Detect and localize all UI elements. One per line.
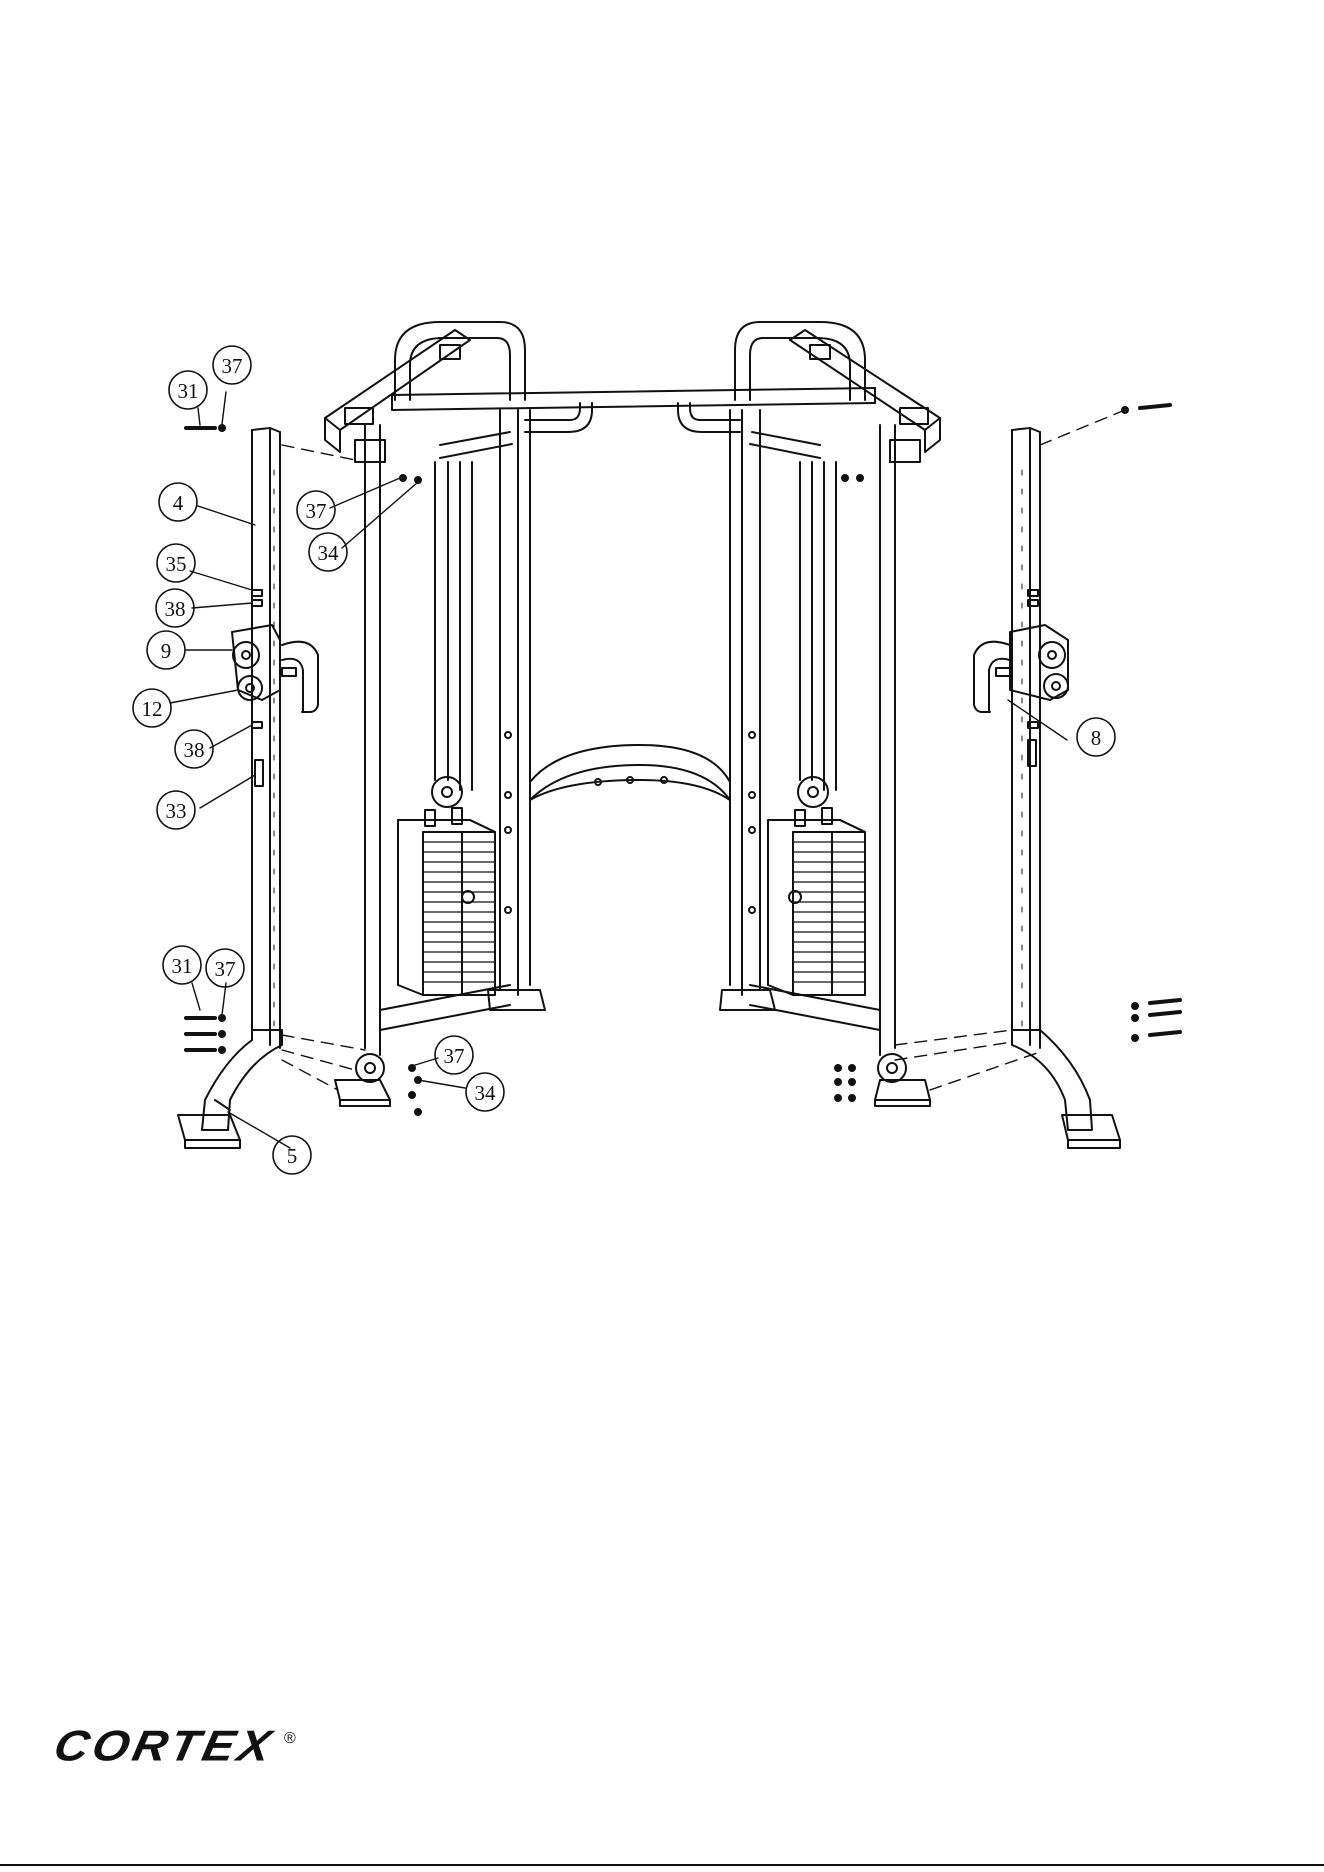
callout-37-top: 37 — [222, 354, 243, 378]
left-upright — [178, 428, 318, 1148]
callout-5: 5 — [287, 1144, 298, 1168]
callout-38-lower: 38 — [184, 738, 205, 762]
registered-mark: ® — [284, 1730, 296, 1748]
assembly-lines — [282, 410, 1125, 1090]
callout-31-bottom: 31 — [172, 954, 193, 978]
footer-rule — [0, 1864, 1324, 1866]
brand-name: CORTEX — [50, 1720, 280, 1772]
callout-37-base: 37 — [444, 1044, 465, 1068]
callout-8: 8 — [1091, 726, 1102, 750]
right-tower — [720, 410, 930, 1106]
callout-31-top: 31 — [178, 379, 199, 403]
callout-37-bottom: 37 — [215, 957, 236, 981]
callout-35: 35 — [166, 552, 187, 576]
brand-logo: CORTEX ® — [55, 1718, 296, 1774]
right-upright — [974, 428, 1120, 1148]
callout-9: 9 — [161, 639, 172, 663]
weight-plates — [423, 842, 865, 982]
callout-12: 12 — [142, 697, 163, 721]
left-tower — [335, 410, 545, 1106]
callout-38-upper: 38 — [165, 597, 186, 621]
callout-4: 4 — [173, 491, 184, 515]
callout-labels: 31 37 4 35 38 9 12 38 33 31 37 5 37 34 3… — [142, 354, 1102, 1168]
callout-37-frame: 37 — [306, 499, 327, 523]
rear-curved-bar — [530, 745, 730, 800]
top-frame — [325, 322, 940, 462]
callout-34-frame: 34 — [318, 541, 340, 565]
callout-33: 33 — [166, 799, 187, 823]
callout-34-base: 34 — [475, 1081, 497, 1105]
